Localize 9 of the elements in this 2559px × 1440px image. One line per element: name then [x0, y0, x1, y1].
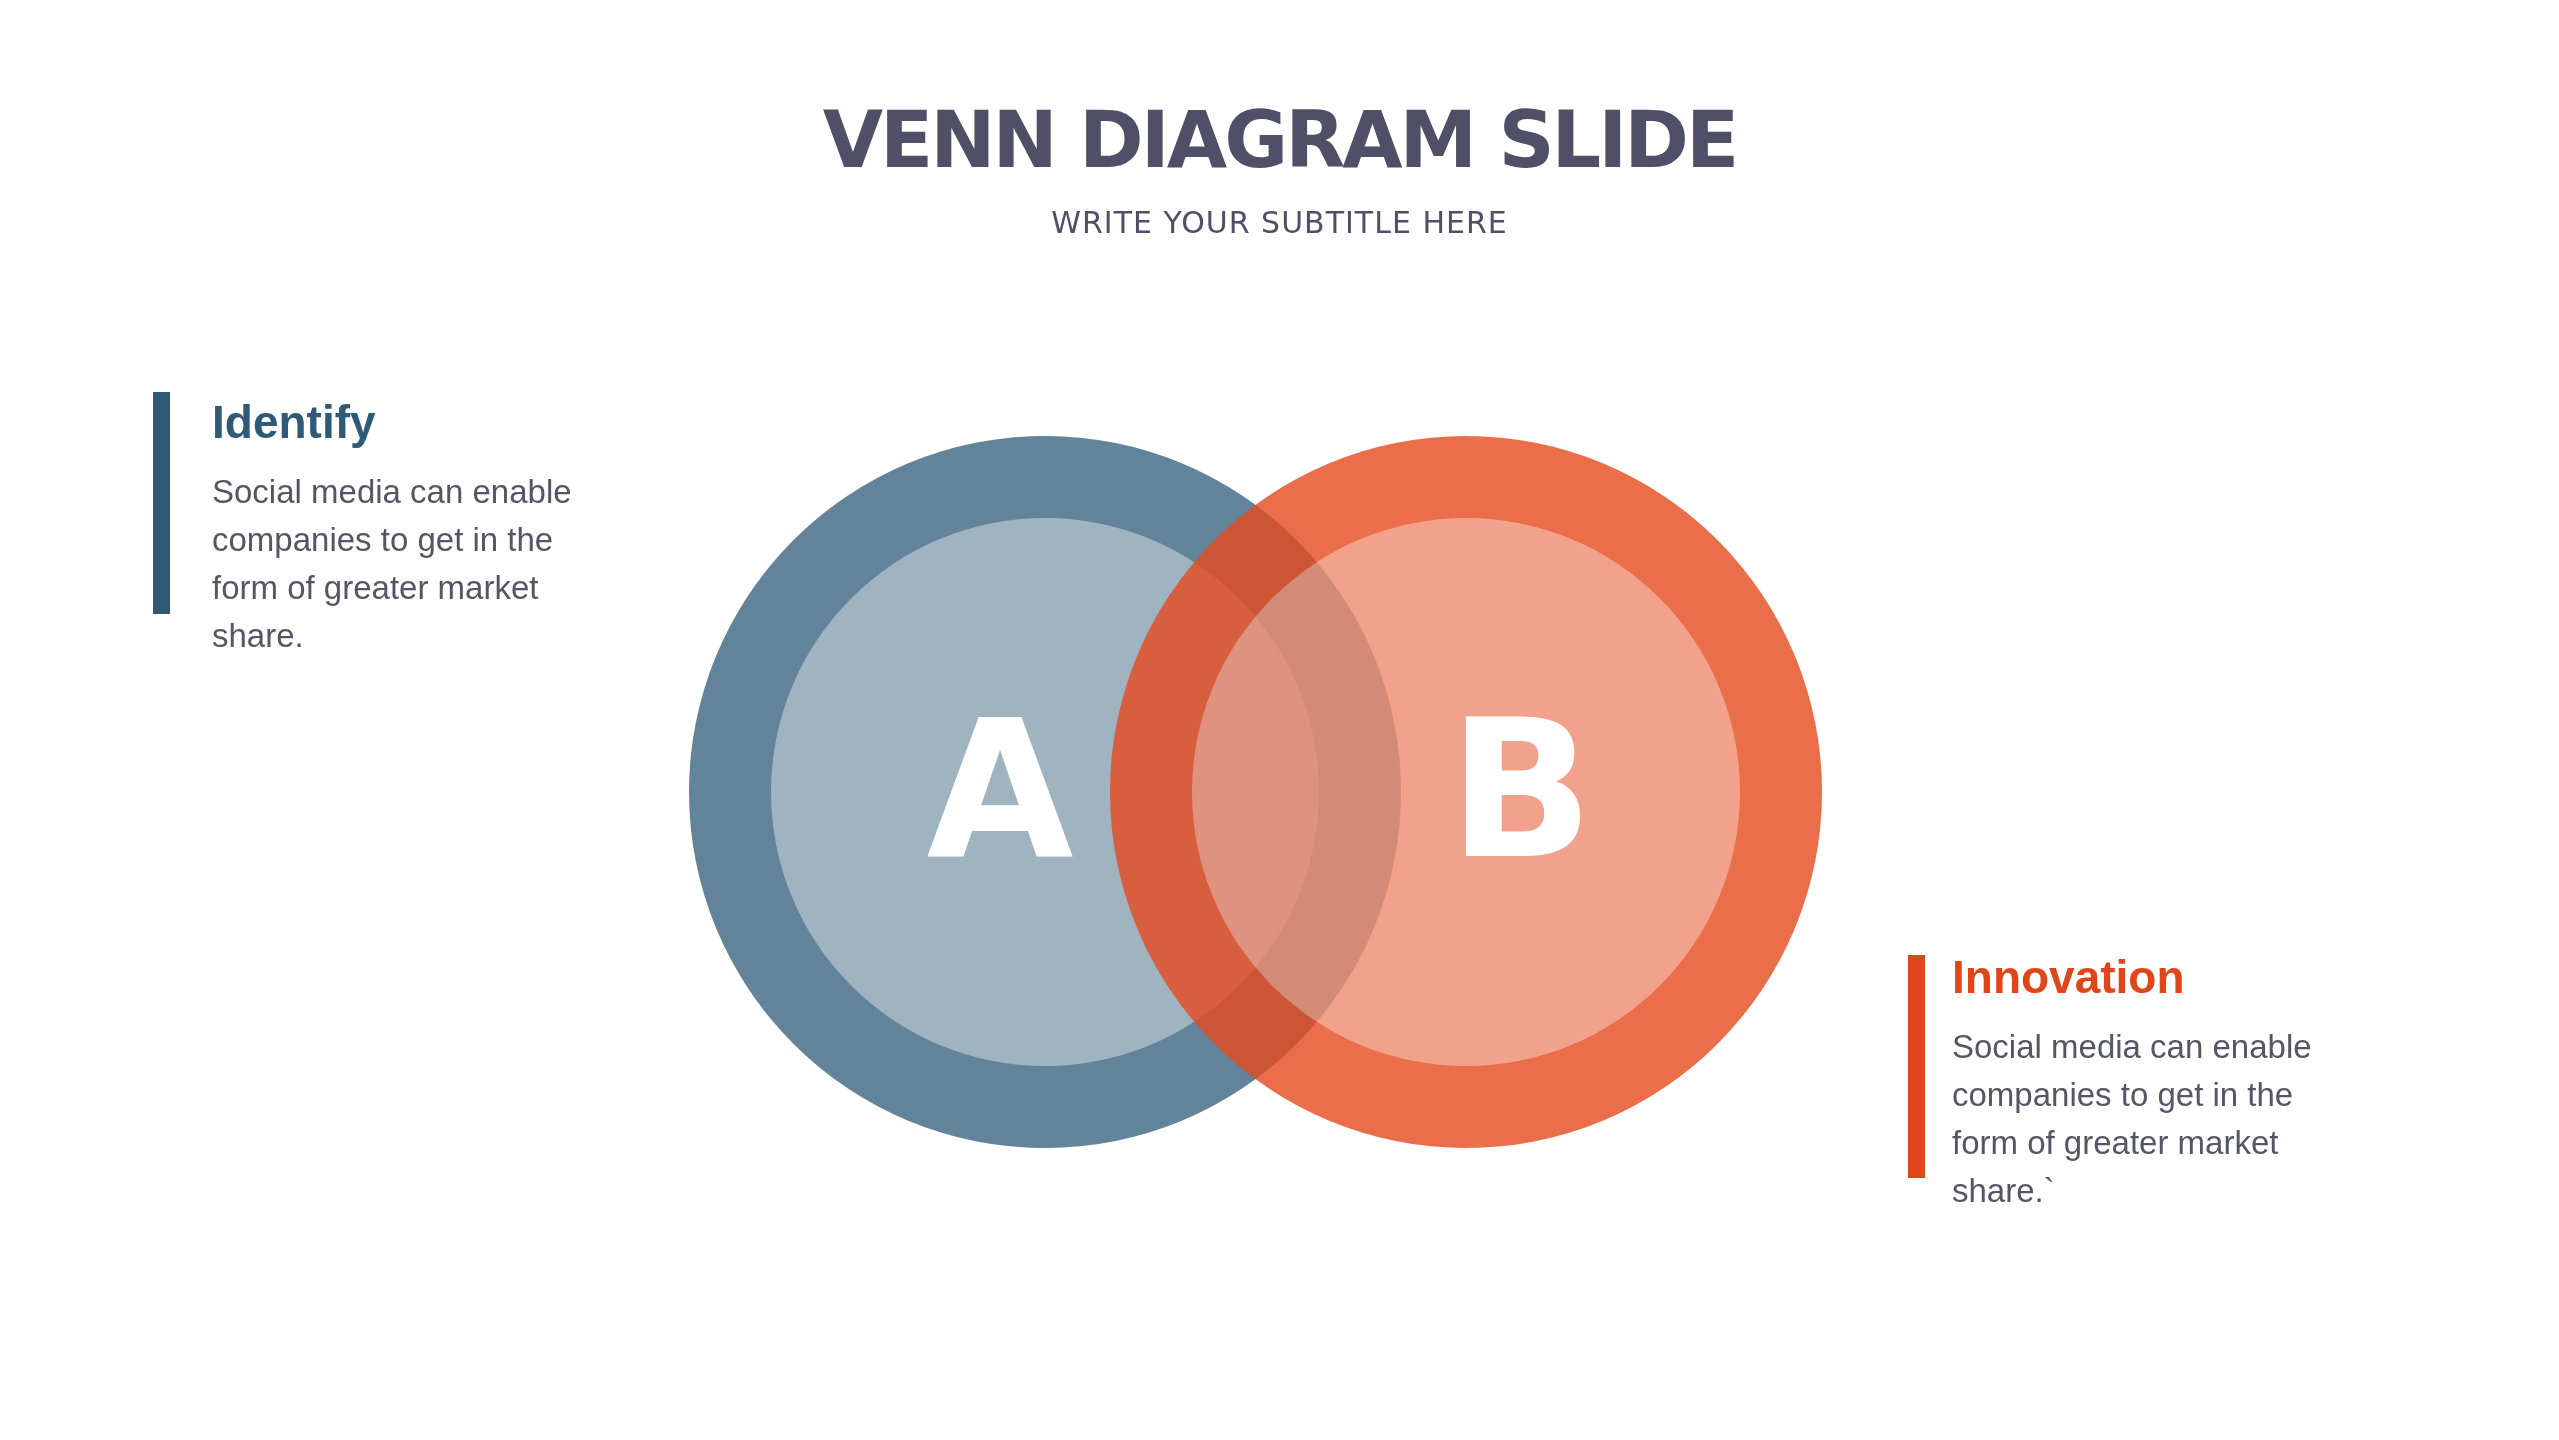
- circle-letter: B: [1447, 679, 1595, 903]
- circle-letter: A: [925, 679, 1075, 903]
- slide-title: VENN DIAGRAM SLIDE: [821, 95, 1738, 185]
- heading: Innovation: [1952, 950, 2185, 1004]
- venn-circle: [1110, 436, 1822, 1148]
- heading: Identify: [212, 395, 376, 449]
- description-text: Social media can enable companies to get in the form of greater market share.`: [1952, 1027, 2313, 1211]
- subtitle: WRITE YOUR SUBTITLE HERE: [1050, 205, 1509, 240]
- description-text: Social media can enable companies to get in the form of greater market share.: [212, 472, 573, 656]
